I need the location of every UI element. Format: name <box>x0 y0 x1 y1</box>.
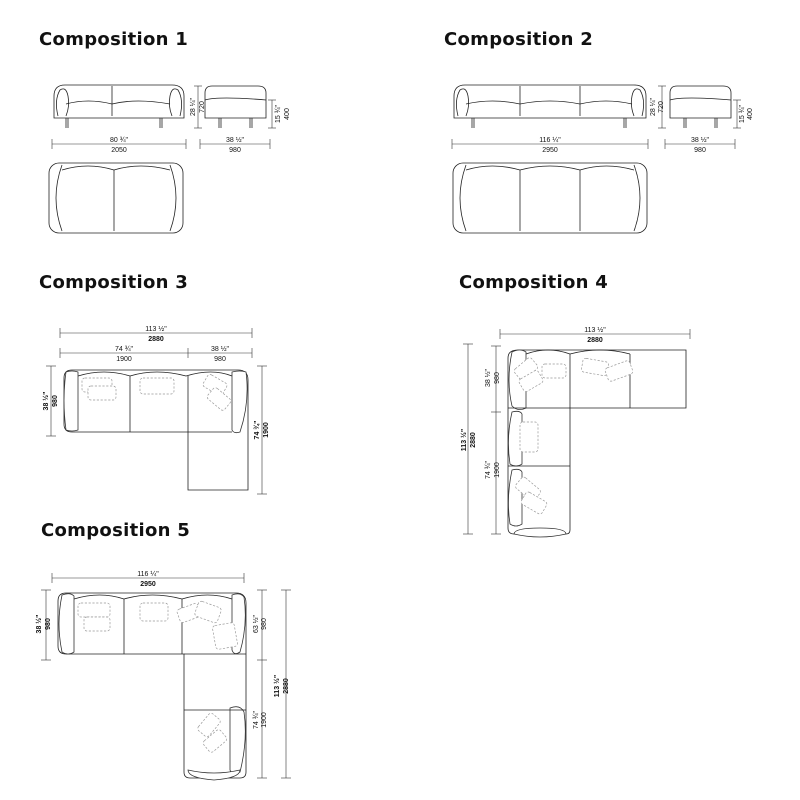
composition-2-plan-view <box>452 162 648 234</box>
c2-height-mm: 720 <box>658 101 665 113</box>
c2-depth-mm: 980 <box>694 147 706 154</box>
c3-sofa-mm: 1900 <box>116 356 132 363</box>
c2-seat-mm: 400 <box>747 108 754 120</box>
composition-3-title: Composition 3 <box>39 272 189 293</box>
c1-seat-in: 15 ¾" <box>275 104 282 123</box>
c3-chaise-len-in: 74 ¾" <box>253 421 261 440</box>
composition-4-title: Composition 4 <box>459 272 609 293</box>
c4-total-mm: 2880 <box>587 337 603 344</box>
composition-2-side-view <box>669 85 732 128</box>
c3-sofa-in: 74 ¾" <box>115 346 134 353</box>
c3-chaise-len-mm: 1900 <box>263 422 270 438</box>
c5-right-upper-in: 63 ½" <box>252 614 260 633</box>
c4-left-total-mm: 2880 <box>470 432 477 448</box>
composition-1-side-view <box>204 85 267 128</box>
composition-5-title: Composition 5 <box>41 520 191 541</box>
c4-total-in: 113 ½" <box>584 326 606 334</box>
composition-4-dimensions: 113 ½" 2880 113 ½" 2880 38 ½" 980 74 ¾" … <box>460 326 691 535</box>
c3-total-mm: 2880 <box>148 336 164 343</box>
composition-5-dimensions: 116 ¼" 2950 38 ½" 980 63 ½" 980 74 ¾" 19… <box>35 571 291 779</box>
c5-right-upper-mm: 980 <box>261 618 268 630</box>
c3-depth-mm: 980 <box>52 395 59 407</box>
composition-1-dimensions: 80 ¾" 2050 38 ½" 980 28 ¼" 720 15 ¾" 400 <box>51 85 291 154</box>
c1-width-mm: 2050 <box>111 147 127 154</box>
c4-left-total-in: 113 ½" <box>460 429 468 451</box>
c4-lower-in: 74 ¾" <box>485 460 492 479</box>
c5-total-mm: 2950 <box>140 581 156 588</box>
c2-width-in: 116 ¼" <box>539 137 561 144</box>
composition-4-plan <box>507 349 687 538</box>
c3-depth-in: 38 ½" <box>42 392 50 411</box>
c5-right-lower-in: 74 ¾" <box>253 710 260 729</box>
composition-3-dimensions: 113 ½" 2880 74 ¾" 1900 38 ½" 980 38 ½" 9… <box>42 325 270 495</box>
c4-depth-mm: 980 <box>494 372 501 384</box>
c2-width-mm: 2950 <box>542 147 558 154</box>
c2-seat-in: 15 ¾" <box>739 104 746 123</box>
c5-right-lower-mm: 1900 <box>261 712 268 728</box>
composition-2-title: Composition 2 <box>444 29 594 50</box>
c5-total-in: 116 ¼" <box>137 571 159 578</box>
c4-lower-mm: 1900 <box>494 462 501 478</box>
c5-right-total-in: 113 ½" <box>273 675 281 697</box>
c3-chaise-in: 38 ½" <box>211 345 230 353</box>
c3-chaise-mm: 980 <box>214 356 226 363</box>
composition-1-front-view <box>53 84 185 128</box>
c3-total-in: 113 ½" <box>145 325 167 333</box>
composition-5-plan <box>57 592 247 781</box>
composition-2-front-view <box>453 84 647 128</box>
c1-height-mm: 720 <box>199 101 206 113</box>
composition-1-title: Composition 1 <box>39 29 189 50</box>
composition-3-plan <box>63 369 249 491</box>
c2-height-in: 28 ¼" <box>650 97 657 116</box>
c1-depth-mm: 980 <box>229 147 241 154</box>
c5-depth-in: 38 ½" <box>35 615 43 634</box>
c5-right-total-mm: 2880 <box>283 678 290 694</box>
c1-depth-in: 38 ½" <box>226 136 245 144</box>
c1-seat-mm: 400 <box>284 108 291 120</box>
c4-depth-in: 38 ½" <box>484 368 492 387</box>
composition-1-plan-view <box>48 162 184 234</box>
c5-depth-mm: 980 <box>45 618 52 630</box>
c1-height-in: 28 ¼" <box>190 97 197 116</box>
c1-width-in: 80 ¾" <box>110 137 129 144</box>
c2-depth-in: 38 ½" <box>691 136 710 144</box>
composition-2-dimensions: 116 ¼" 2950 38 ½" 980 28 ¼" 720 15 ¾" 40… <box>451 85 754 154</box>
